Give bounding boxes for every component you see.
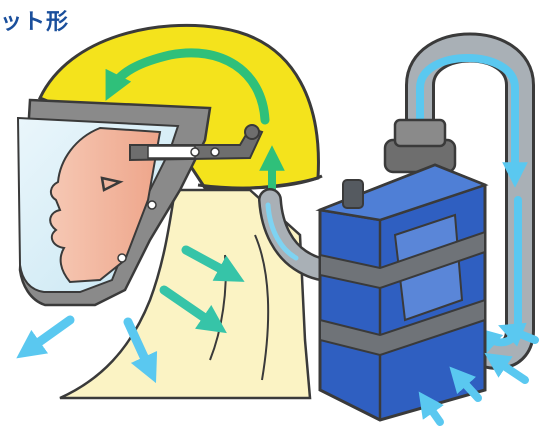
helmet-pivot (245, 125, 259, 139)
